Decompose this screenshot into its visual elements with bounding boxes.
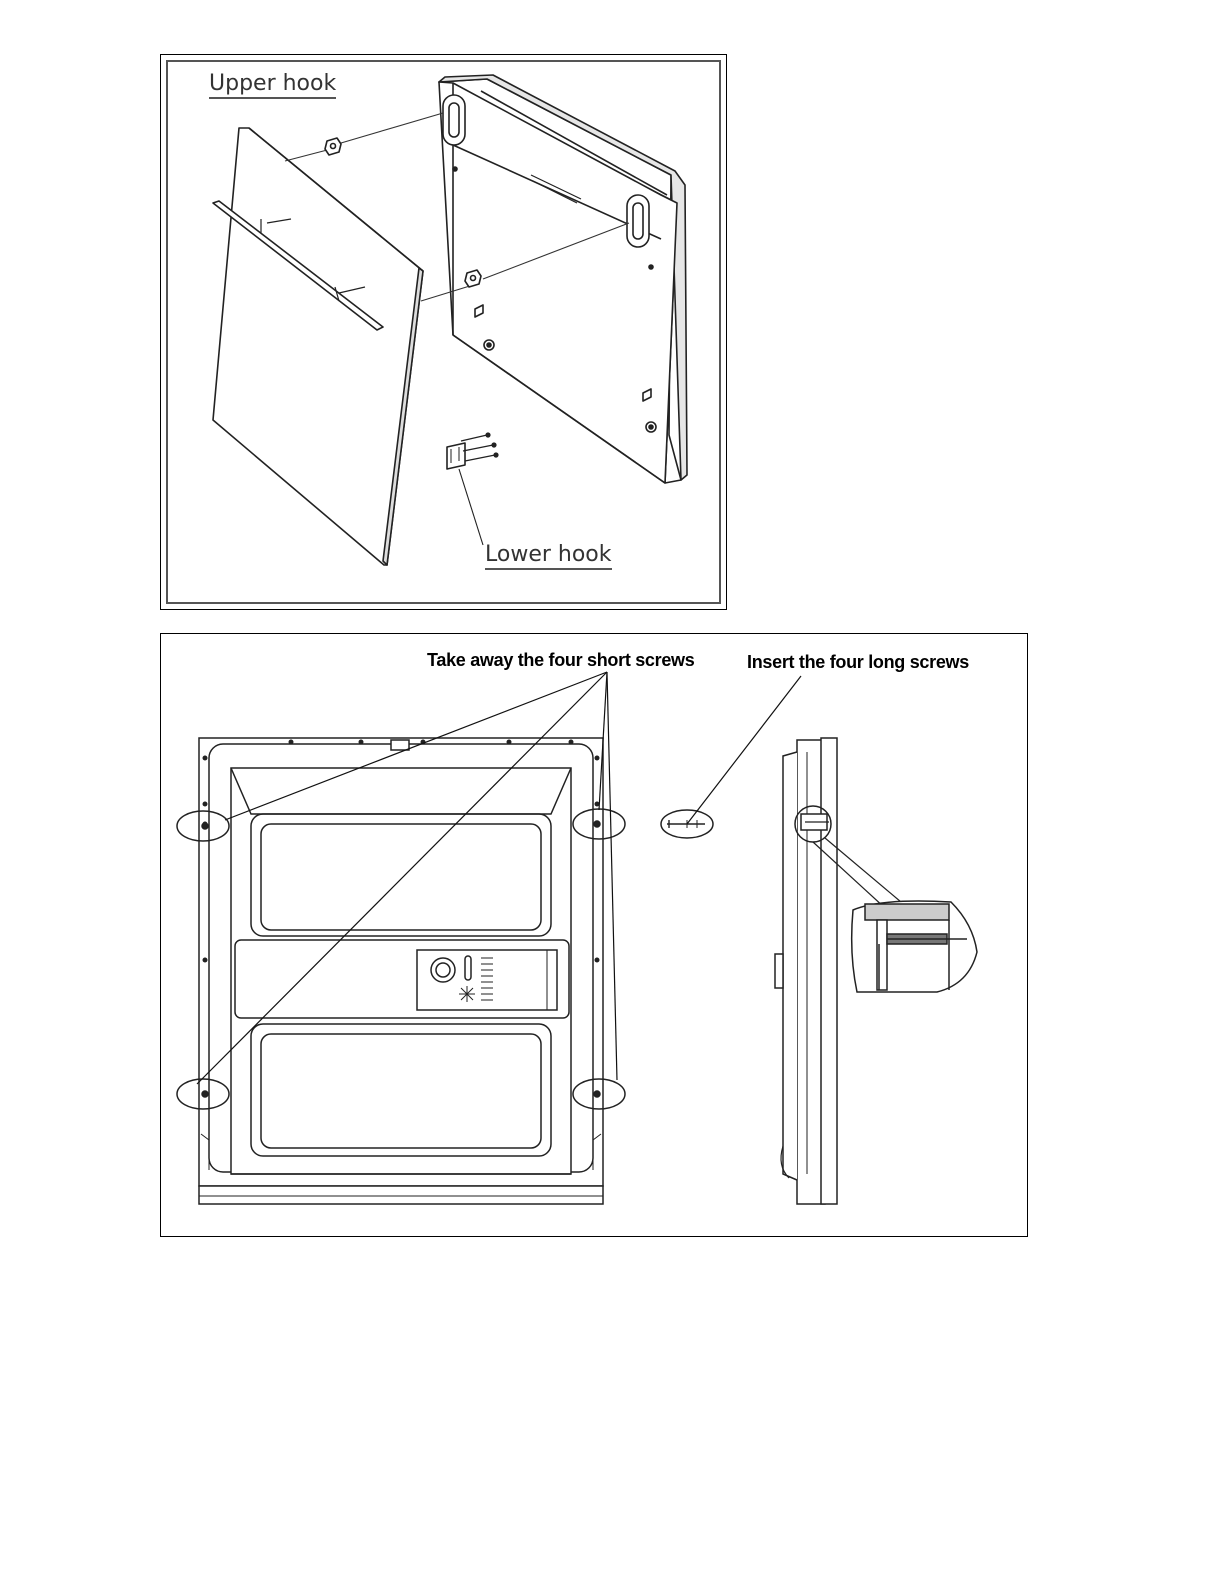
detergent-dispenser <box>417 950 557 1010</box>
hook-assembly-drawing <box>161 55 728 611</box>
snowflake-icon <box>459 986 475 1002</box>
figure-hook-assembly: Upper hook Lower hook <box>160 54 727 610</box>
screw-icon <box>461 433 498 461</box>
decor-panel <box>213 128 423 565</box>
door-side-view <box>775 738 837 1204</box>
inner-door-front-view <box>177 738 625 1204</box>
screw-replacement-drawing <box>161 634 1029 1238</box>
lower-hook-bracket <box>447 433 498 545</box>
long-screw <box>661 676 801 838</box>
lower-hook-slot <box>627 195 649 247</box>
control-knob-icon <box>431 958 455 982</box>
upper-hook-slot <box>443 95 465 145</box>
figure-screw-replacement: Take away the four short screws Insert t… <box>160 633 1028 1237</box>
